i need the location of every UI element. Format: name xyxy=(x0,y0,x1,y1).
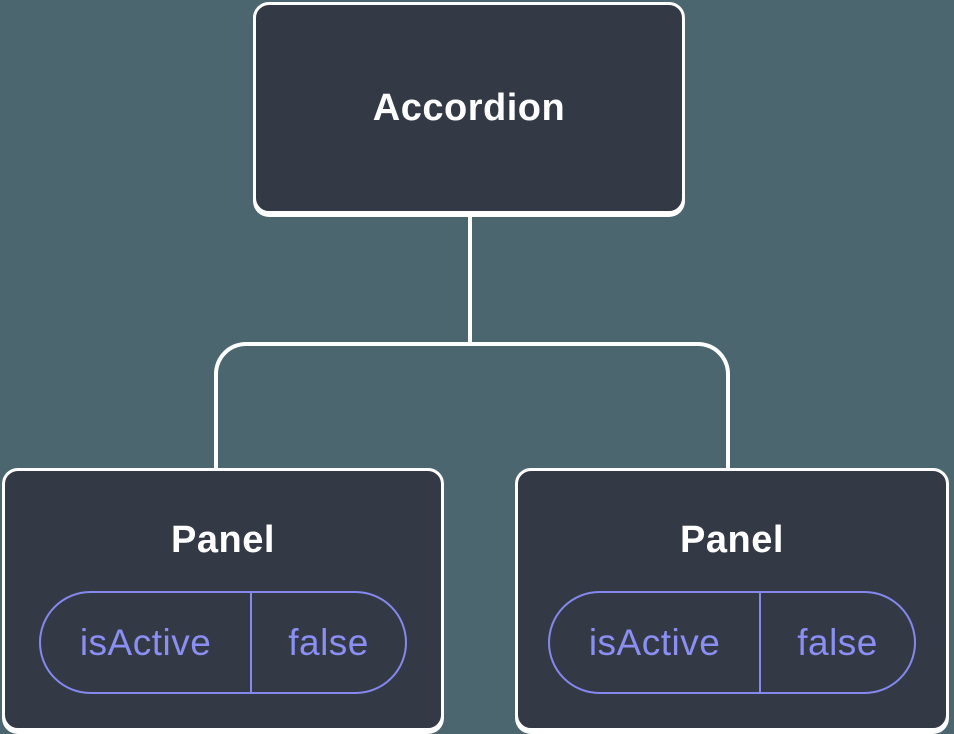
panel-2-node-label: Panel xyxy=(680,519,784,561)
tree-node-panel-2: Panel isActive false xyxy=(515,468,949,731)
tree-node-panel-1: Panel isActive false xyxy=(2,468,444,731)
panel-1-state-name: isActive xyxy=(41,593,253,692)
panel-1-state-pill: isActive false xyxy=(39,591,407,694)
panel-1-node-label: Panel xyxy=(171,519,275,561)
panel-1-state-value: false xyxy=(288,621,369,663)
tree-node-accordion: Accordion xyxy=(253,2,685,214)
connector-branch-bracket xyxy=(214,342,730,468)
panel-2-state-name: isActive xyxy=(550,593,762,692)
accordion-node-label: Accordion xyxy=(372,87,566,129)
panel-2-state-pill: isActive false xyxy=(548,591,916,694)
connector-stem-line xyxy=(468,214,472,346)
panel-2-state-value: false xyxy=(797,621,878,663)
